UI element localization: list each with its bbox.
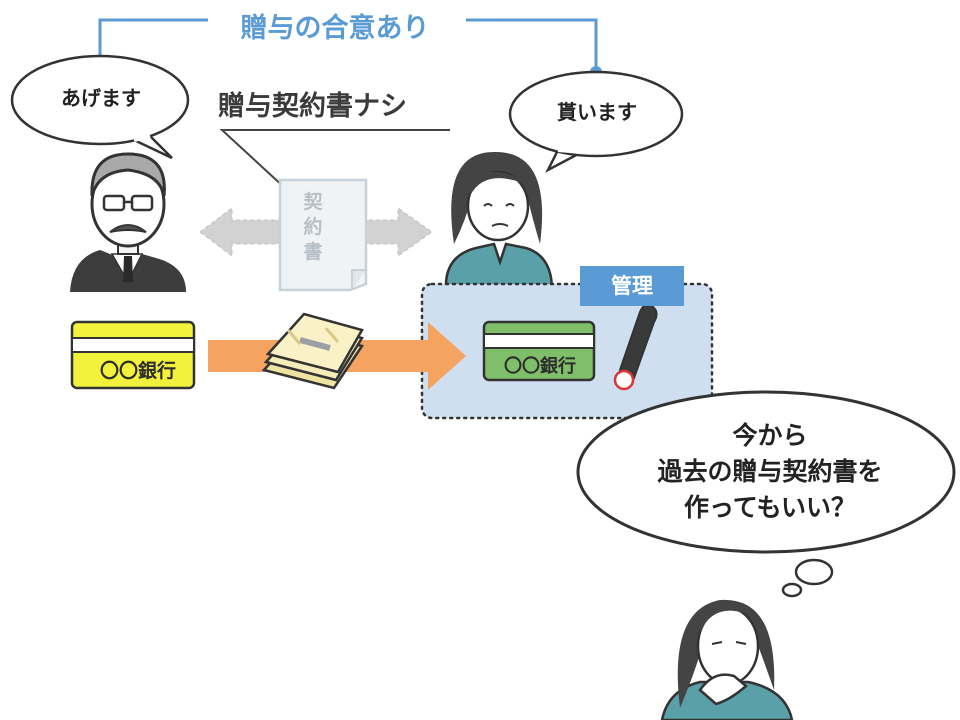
leader-line (219, 129, 450, 201)
agreement-bracket (98, 18, 598, 70)
giver-speech-text: あげます (61, 86, 141, 110)
source-bank-name: 〇〇銀行 (99, 360, 176, 382)
contract-char: 契 (303, 191, 323, 213)
receiver-speech-bubble (508, 70, 684, 173)
question-line: 過去の贈与契約書を (657, 457, 883, 486)
contract-document-icon (278, 178, 368, 292)
thought-bubble (576, 390, 956, 598)
question-text: 今から 過去の贈与契約書を 作ってもいい？ (590, 418, 950, 526)
contract-document-text: 契 約 書 (296, 190, 330, 265)
contract-char: 約 (303, 216, 323, 238)
young-woman-icon (444, 151, 554, 292)
personal-seal-icon (613, 303, 658, 391)
contract-char: 書 (303, 241, 323, 263)
thinking-woman-icon (660, 599, 794, 720)
destination-bankbook (482, 320, 596, 382)
money-bundle-icon (261, 312, 365, 390)
destination-bank-name: 〇〇銀行 (504, 356, 576, 377)
question-line: 作ってもいい？ (683, 493, 856, 522)
receiver-speech-text: 貰います (557, 100, 637, 124)
source-bankbook (70, 320, 196, 390)
management-label: 管理 (580, 266, 684, 306)
no-gift-contract-label: 贈与契約書ナシ (218, 91, 407, 122)
giver-speech-bubble (10, 54, 190, 160)
elderly-man-icon (70, 152, 186, 292)
gift-agreement-label: 贈与の合意あり (240, 13, 430, 44)
question-line: 今から (732, 421, 808, 450)
